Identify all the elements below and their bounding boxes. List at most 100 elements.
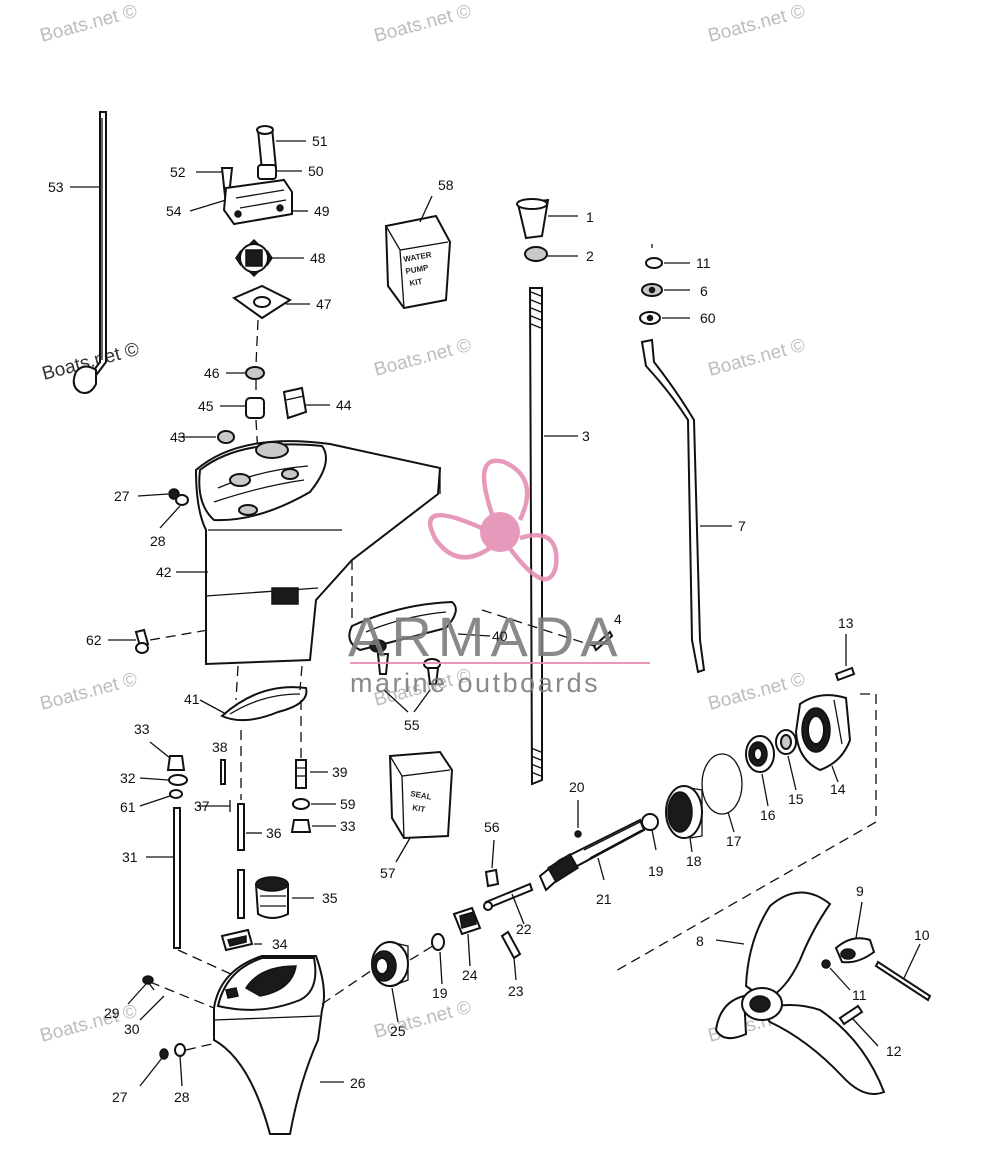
pinion-gear-35 <box>254 876 289 919</box>
part-label: 30 <box>124 1021 140 1037</box>
armada-brand-watermark: ARMADA marine outboards <box>348 458 650 698</box>
part-label: 19 <box>648 863 664 879</box>
part-label: 6 <box>700 283 708 299</box>
propeller-8 <box>714 891 886 1095</box>
part-label: 4 <box>614 611 622 627</box>
part-label: 40 <box>492 628 508 644</box>
part-label: 54 <box>166 203 182 219</box>
watermark-text: Boats.net © <box>706 1 808 47</box>
kit-label: SEAL <box>410 789 433 802</box>
brand-tagline: marine outboards <box>350 668 600 698</box>
gasket-41 <box>220 686 308 722</box>
thrust-hub-12 <box>838 1004 864 1026</box>
shift-rod-53 <box>72 111 107 394</box>
part-label: 48 <box>310 250 326 266</box>
part-label: 12 <box>886 1043 902 1059</box>
assembly-line <box>613 693 877 973</box>
watermark-text: Boats.net © <box>38 669 140 715</box>
water-tube-parts <box>220 759 245 919</box>
watermark-text: Boats.net © <box>372 997 474 1043</box>
part-label: 18 <box>686 853 702 869</box>
part-20 <box>574 830 582 838</box>
part-label: 50 <box>308 163 324 179</box>
part-label: 33 <box>340 818 356 834</box>
part-label: 59 <box>340 796 356 812</box>
part-label: 20 <box>569 779 585 795</box>
kit-label: PUMP <box>405 263 430 276</box>
part-label: 53 <box>48 179 64 195</box>
part-label: 22 <box>516 921 532 937</box>
part-label: 7 <box>738 518 746 534</box>
part-label: 62 <box>86 632 102 648</box>
kit-label: KIT <box>412 803 426 814</box>
part-label: 56 <box>484 819 500 835</box>
part-label: 2 <box>586 248 594 264</box>
shift-slide-22 <box>483 882 534 911</box>
propeller-logo-icon <box>427 458 559 582</box>
propeller-shaft-21 <box>538 818 646 892</box>
part-label: 28 <box>150 533 166 549</box>
forward-gear-18 <box>665 785 703 839</box>
part-label: 34 <box>272 936 288 952</box>
part-label: 8 <box>696 933 704 949</box>
part-label: 23 <box>508 983 524 999</box>
drive-shaft-housing-42 <box>194 440 442 666</box>
pin-4 <box>592 630 614 652</box>
part-label: 44 <box>336 397 352 413</box>
cotter-pin-10 <box>874 960 932 1002</box>
pump-leaders <box>189 140 330 407</box>
water-pump-kit-box: WATER PUMP KIT <box>384 214 452 310</box>
part-label: 10 <box>914 927 930 943</box>
part-label: 57 <box>380 865 396 881</box>
part-label: 58 <box>438 177 454 193</box>
part-label: 26 <box>350 1075 366 1091</box>
part-label: 3 <box>582 428 590 444</box>
seal-kit-box: SEAL KIT <box>388 750 454 840</box>
prop-nut-9 <box>834 937 876 964</box>
part-label: 37 <box>194 798 210 814</box>
part-label: 24 <box>462 967 478 983</box>
part-label: 29 <box>104 1005 120 1021</box>
part-label: 28 <box>174 1089 190 1105</box>
washer-19 <box>431 933 445 951</box>
part-labels: 1 2 3 4 6 7 8 9 10 11 11 12 13 14 15 16 … <box>48 133 930 1105</box>
bolt-62 <box>134 628 150 654</box>
part-label: 13 <box>838 615 854 631</box>
part-label: 31 <box>122 849 138 865</box>
part-label: 9 <box>856 883 864 899</box>
part-label: 21 <box>596 891 612 907</box>
part-label: 1 <box>586 209 594 225</box>
part-label: 60 <box>700 310 716 326</box>
watermark-text: Boats.net © <box>706 335 808 381</box>
part-label: 47 <box>316 296 332 312</box>
part-label: 35 <box>322 890 338 906</box>
stud-parts <box>166 755 188 949</box>
part-label: 43 <box>170 429 186 445</box>
part-label: 41 <box>184 691 200 707</box>
pump-parts <box>217 125 308 444</box>
washer-19 <box>641 813 659 831</box>
bearing-25 <box>371 941 409 987</box>
bearing-16 <box>745 735 775 773</box>
watermark-text: Boats.net © <box>372 335 474 381</box>
part-label: 49 <box>314 203 330 219</box>
stud-right-parts <box>290 759 312 833</box>
part-label: 39 <box>332 764 348 780</box>
watermark-text: Boats.net © <box>38 1 140 47</box>
brand-name: ARMADA <box>348 605 624 668</box>
part-56 <box>484 868 500 888</box>
part-label: 19 <box>432 985 448 1001</box>
part-label: 52 <box>170 164 186 180</box>
part-label: 61 <box>120 799 136 815</box>
screw-13 <box>834 666 856 682</box>
part-label: 33 <box>134 721 150 737</box>
propeller-hub-icon <box>480 512 520 552</box>
part-label: 14 <box>830 781 846 797</box>
part-label: 17 <box>726 833 742 849</box>
kit-label: KIT <box>409 277 423 288</box>
part-label: 46 <box>204 365 220 381</box>
part-label: 16 <box>760 807 776 823</box>
part-label: 27 <box>112 1089 128 1105</box>
brand-underline <box>350 662 650 664</box>
